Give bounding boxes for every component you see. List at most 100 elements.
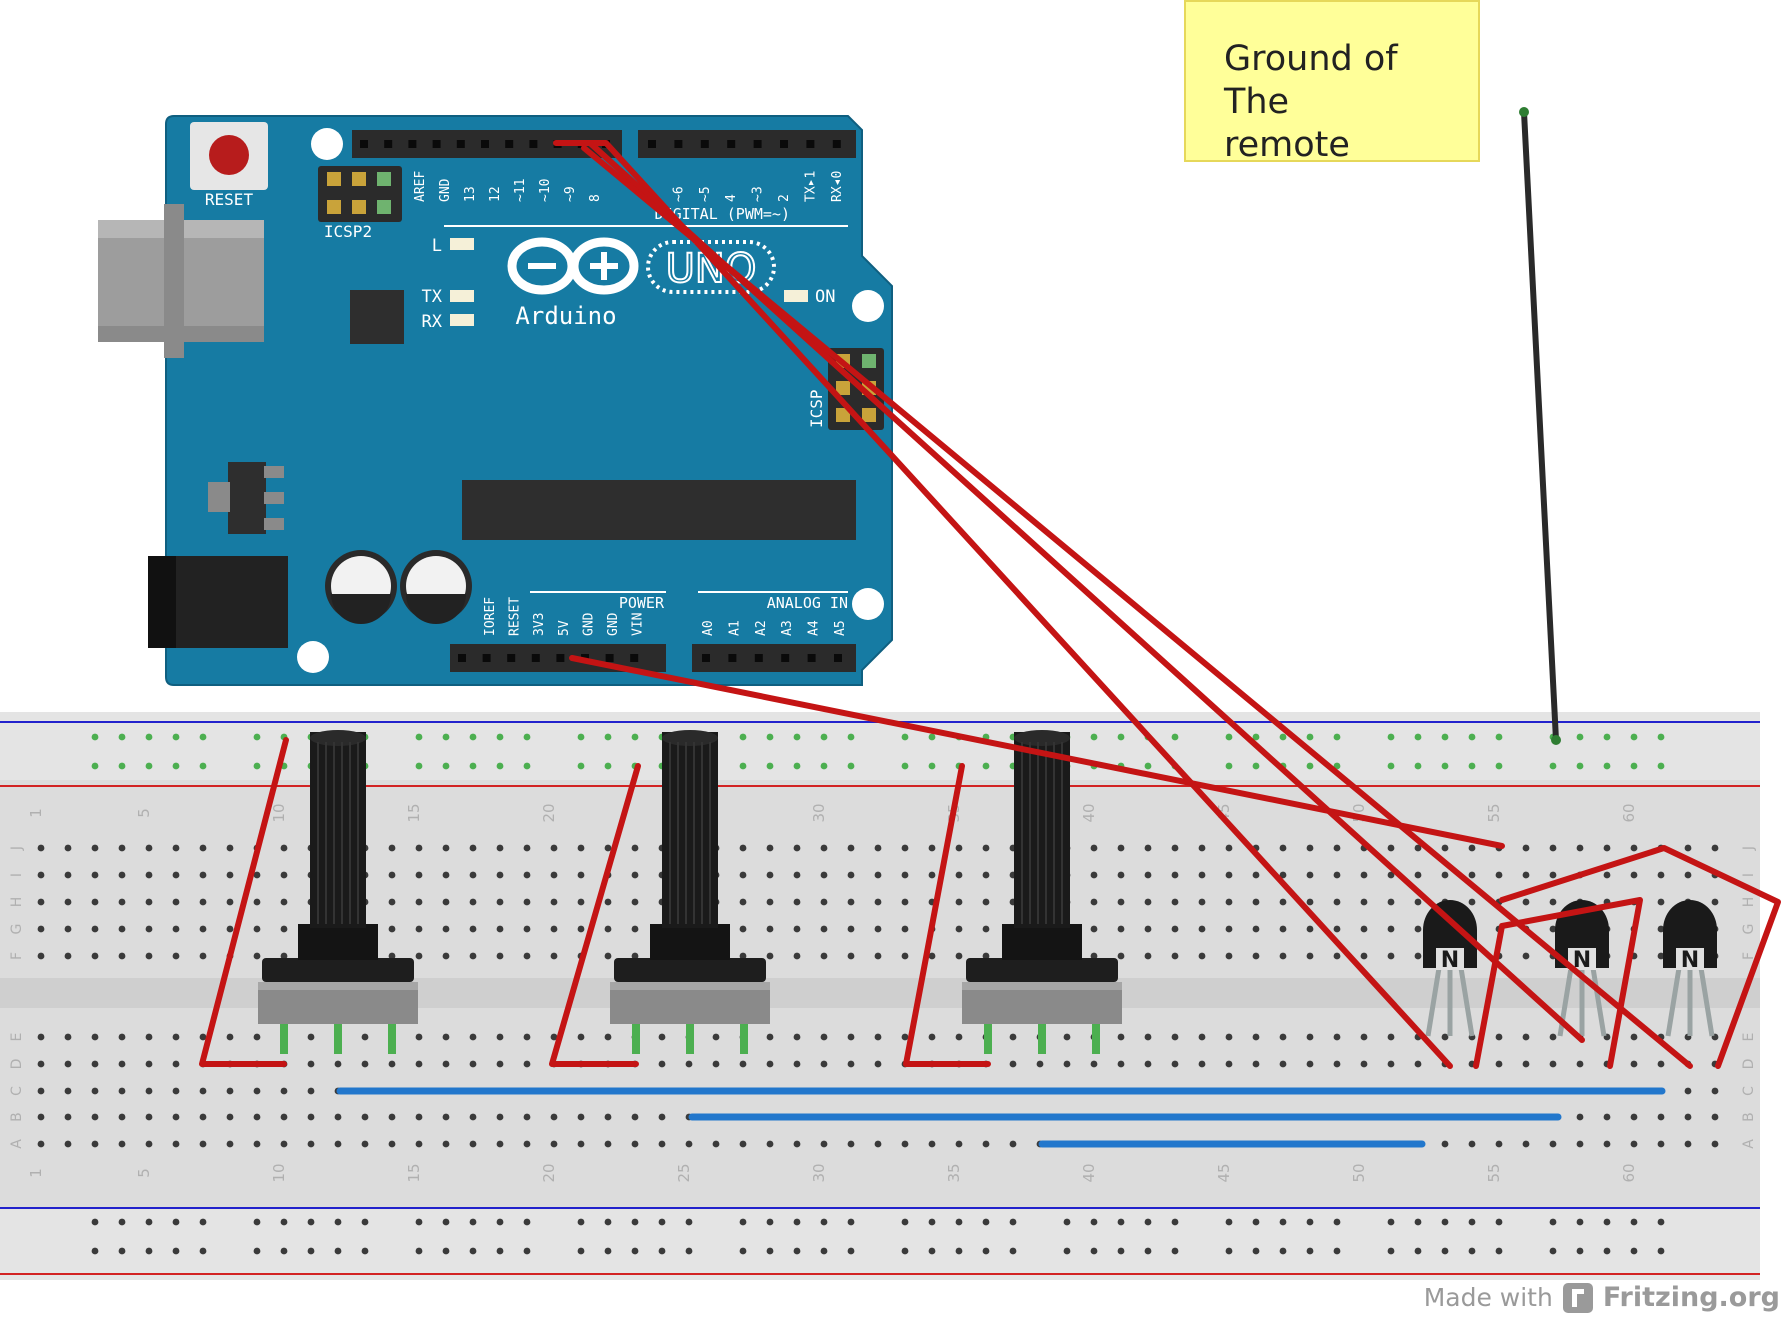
header-socket[interactable] [384, 140, 393, 148]
rail-hole [820, 733, 828, 741]
red-wire[interactable] [553, 140, 1453, 1069]
pin-label: A5 [833, 620, 848, 636]
header-socket[interactable] [556, 654, 565, 662]
breadboard-hole [766, 1033, 774, 1041]
breadboard-hole [1198, 925, 1206, 933]
fritzing-brand-link[interactable]: Fritzing.org [1602, 1282, 1780, 1313]
sticky-note[interactable]: Ground of The remote [1184, 0, 1480, 165]
header-socket[interactable] [605, 654, 614, 662]
npn-transistor[interactable]: N [1555, 900, 1609, 1037]
breadboard-hole [442, 1033, 450, 1041]
rail-hole [928, 762, 936, 770]
header-socket[interactable] [408, 140, 417, 148]
header-socket[interactable] [832, 140, 841, 148]
breadboard-hole [442, 1113, 450, 1121]
header-socket[interactable] [834, 654, 842, 662]
breadboard-hole [1495, 1060, 1503, 1068]
row-letter: A [9, 1139, 25, 1149]
header-socket[interactable] [432, 140, 441, 148]
red-wire[interactable] [903, 763, 991, 1067]
header-socket[interactable] [529, 140, 538, 148]
column-number: 20 [540, 1163, 558, 1182]
breadboard-hole [550, 871, 558, 879]
red-wire[interactable] [569, 655, 1505, 849]
rail-hole [469, 1218, 477, 1226]
header-socket[interactable] [781, 654, 790, 662]
breadboard-hole [1684, 871, 1692, 879]
led-label-tx: TX [422, 287, 443, 307]
breadboard-hole [118, 871, 126, 879]
header-socket[interactable] [702, 654, 710, 662]
header-socket[interactable] [648, 140, 656, 148]
breadboard-hole [577, 871, 585, 879]
rail-hole [415, 1218, 423, 1226]
breadboard-hole [1603, 871, 1611, 879]
rail-hole [523, 1247, 531, 1255]
red-wire[interactable] [1473, 897, 1643, 1069]
red-wire[interactable] [1499, 845, 1781, 1069]
header-socket[interactable] [753, 140, 762, 148]
rail-hole [577, 1218, 585, 1226]
header-socket[interactable] [728, 654, 737, 662]
breadboard-hole [1117, 952, 1125, 960]
header-socket[interactable] [458, 654, 466, 662]
voltage-regulator [228, 462, 266, 534]
header-socket[interactable] [505, 140, 514, 148]
led-label-rx: RX [422, 312, 443, 332]
column-number: 30 [810, 1163, 828, 1182]
header-socket[interactable] [630, 654, 639, 662]
capacitor [400, 550, 472, 624]
column-number: 35 [945, 1163, 963, 1182]
black-ground-wire[interactable] [1521, 109, 1559, 743]
header-socket[interactable] [507, 654, 516, 662]
digital-header-right [638, 130, 856, 158]
red-wire[interactable] [549, 763, 641, 1067]
red-wire[interactable] [581, 145, 1693, 1069]
rail-hole [199, 1218, 207, 1226]
breadboard-hole [469, 871, 477, 879]
breadboard-hole [820, 1060, 828, 1068]
row-letter: J [1741, 846, 1757, 851]
breadboard-hole [1576, 1113, 1584, 1121]
breadboard-hole [1117, 925, 1125, 933]
header-socket[interactable] [754, 654, 763, 662]
footer-credit: Made with Fritzing.org [1424, 1282, 1780, 1313]
potentiometer[interactable] [962, 730, 1122, 1054]
breadboard-hole [37, 1113, 45, 1121]
header-socket[interactable] [531, 654, 540, 662]
potentiometer[interactable] [610, 730, 770, 1054]
red-wire[interactable] [199, 737, 289, 1067]
npn-transistor[interactable]: N [1423, 900, 1477, 1037]
breadboard-hole [442, 1060, 450, 1068]
rail-hole [793, 1247, 801, 1255]
rail-hole [901, 1218, 909, 1226]
header-socket[interactable] [481, 140, 489, 148]
column-number: 50 [1350, 1163, 1368, 1182]
npn-transistor[interactable]: N [1663, 900, 1717, 1037]
breadboard-hole [1279, 952, 1287, 960]
reset-button-cap[interactable] [209, 135, 249, 175]
header-socket[interactable] [456, 140, 465, 148]
breadboard-hole [388, 1140, 396, 1148]
header-socket[interactable] [700, 140, 709, 148]
header-socket[interactable] [360, 140, 368, 148]
breadboard-hole [64, 1060, 72, 1068]
breadboard-hole [64, 871, 72, 879]
breadboard-hole [712, 1060, 720, 1068]
header-socket[interactable] [674, 140, 683, 148]
breadboard-hole [1522, 1060, 1530, 1068]
potentiometer[interactable] [258, 730, 418, 1054]
breadboard-hole [388, 898, 396, 906]
breadboard-hole [1630, 1060, 1638, 1068]
breadboard-hole [1711, 844, 1719, 852]
breadboard-hole [1009, 1060, 1017, 1068]
header-socket[interactable] [780, 140, 788, 148]
rail-hole [1630, 1218, 1638, 1226]
breadboard-hole [91, 1113, 99, 1121]
rail-hole [334, 1218, 342, 1226]
header-socket[interactable] [727, 140, 736, 148]
pin-label: RX◂0 [830, 171, 845, 202]
header-socket[interactable] [806, 140, 815, 148]
header-socket[interactable] [807, 654, 816, 662]
header-socket[interactable] [482, 654, 491, 662]
